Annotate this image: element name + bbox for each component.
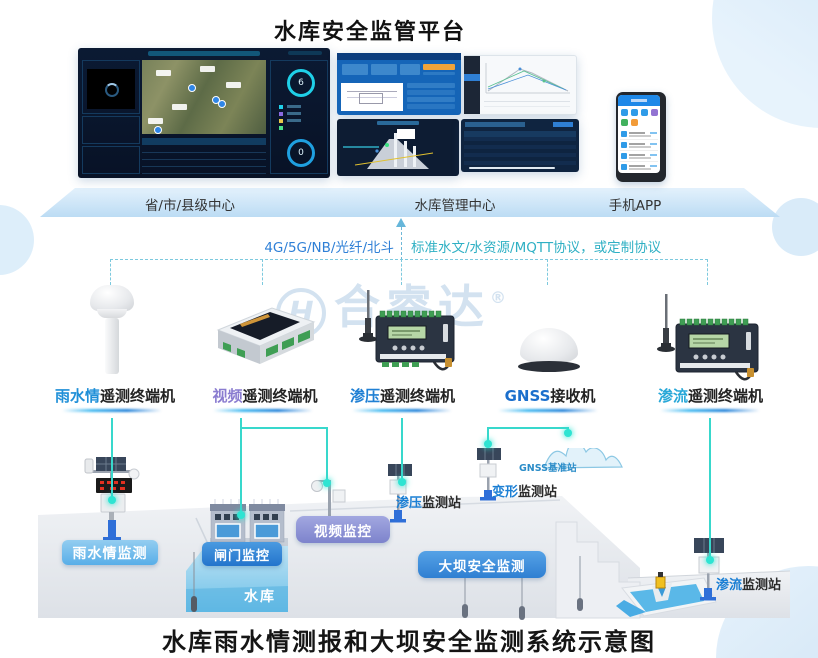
link-seepage-pressure: [401, 418, 403, 482]
screen-right-panel: 6 0: [270, 60, 328, 174]
dam-scene-illustration: [38, 448, 791, 620]
app-list-item: [620, 152, 658, 162]
bus-dashed-line: [110, 259, 708, 260]
gnss-base-label: GNSS基准站: [519, 463, 577, 474]
uplink-dashed-line: [401, 227, 402, 260]
sidebar: [464, 56, 480, 114]
device-label-seepage-flow: 渗流遥测终端机: [657, 387, 764, 405]
downstream-steps: [555, 521, 641, 619]
gauge-total: 6: [287, 69, 315, 97]
table-header: [142, 138, 266, 145]
up-arrow-icon: [396, 218, 406, 227]
device-label-seepage-pressure: 渗压遥测终端机: [349, 387, 456, 405]
video-monitor-badge: 视频监控: [296, 516, 390, 543]
protocol-label: 标准水文/水资源/MQTT协议，或定制协议: [411, 240, 662, 256]
app-list-item: [620, 130, 658, 140]
video-rtu-device: [216, 307, 316, 364]
rain-gauge-device: [88, 285, 136, 377]
engineering-drawing: [341, 83, 403, 111]
diagram-caption: 水库雨水情测报和大坝安全监测系统示意图: [162, 628, 656, 656]
link-video-branch: [240, 427, 328, 429]
screen-title-bar: [148, 51, 260, 56]
link-seepage-flow: [709, 418, 711, 560]
mgmt-screen-dashboard: [337, 53, 461, 115]
band-label-mgmt: 水库管理中心: [414, 198, 496, 214]
transport-label: 4G/5G/NB/光纤/北斗: [264, 240, 394, 256]
band-label-province: 省/市/县级中心: [144, 198, 236, 214]
data-grid: [464, 137, 576, 165]
mgmt-screen-crosssection: [337, 119, 459, 176]
device-label-gnss: GNSS接收机: [504, 387, 596, 405]
seepage-flow-station: [694, 538, 724, 601]
satellite-map: [142, 60, 266, 134]
gnss-receiver-device: [518, 326, 580, 376]
gnss-base-mountains: [543, 448, 623, 469]
alert-bar: [423, 64, 455, 70]
piezometer-sensors: [462, 556, 583, 620]
dam-safety-badge: 大坝安全监测: [418, 551, 546, 578]
platform-band: [40, 188, 780, 217]
grid-header: [464, 131, 576, 137]
app-icon: [641, 109, 648, 116]
link-rain: [111, 418, 113, 500]
mgmt-screen-analysis: [463, 55, 577, 115]
band-label-app: 手机APP: [608, 198, 662, 214]
app-list-item: [620, 163, 658, 172]
weir-channel: [616, 572, 717, 617]
app-icon: [621, 109, 628, 116]
gauge-online: 0: [287, 139, 315, 167]
dam-section-chart: [485, 63, 570, 94]
seepage-flow-rtu-device: [657, 294, 759, 381]
app-icon: [621, 119, 628, 126]
app-icon: [631, 109, 638, 116]
map-pin: [188, 84, 196, 92]
station-label-deformation: 变形监测站: [492, 485, 558, 500]
app-header: [618, 95, 660, 106]
device-label-video: 视频遥测终端机: [212, 387, 318, 405]
page-title: 水库安全监管平台: [273, 20, 466, 45]
decor-circle-right: [772, 198, 818, 256]
scrollbar: [469, 167, 555, 169]
video-camera-pole: [311, 480, 346, 520]
seepage-pressure-rtu-device: [359, 290, 455, 371]
decor-circle-left: [0, 205, 34, 275]
link-gnss-branch: [487, 427, 569, 429]
map-pin: [218, 100, 226, 108]
station-label-seepage-flow: 渗流监测站: [716, 578, 782, 593]
app-icon: [651, 109, 658, 116]
mobile-app-phone: [616, 92, 666, 182]
mgmt-screen-table: [461, 119, 579, 172]
device-label-rain: 雨水情遥测终端机: [54, 387, 176, 405]
deformation-station: [477, 448, 501, 501]
screen-left-panel: [82, 60, 140, 114]
reservoir-label: 水库: [244, 589, 276, 605]
station-label-seepage-pressure: 渗压监测站: [396, 496, 462, 511]
dam-graphic: [343, 129, 434, 169]
map-pin: [154, 126, 162, 134]
app-list-item: [620, 141, 658, 151]
gate-monitor-badge: 闸门监控: [202, 542, 282, 566]
rain-monitor-badge: 雨水情监测: [62, 540, 158, 565]
province-center-screen: 6 0: [78, 48, 330, 178]
app-icon: [631, 119, 638, 126]
